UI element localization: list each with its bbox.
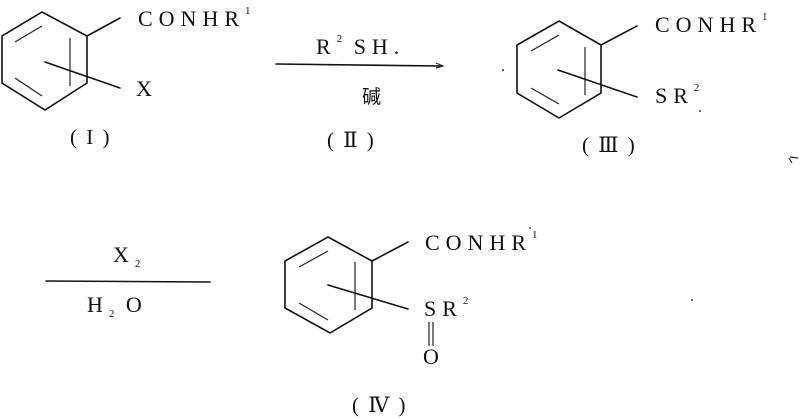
- compound-3-carboxamide-group: CONHR1: [655, 11, 768, 37]
- arrow-1-reagent-base: 碱: [362, 86, 382, 108]
- compound-1-label: ( I ): [70, 125, 112, 149]
- subscript: 2: [134, 258, 141, 270]
- superscript: 1: [245, 5, 251, 17]
- reagent-text: X: [113, 242, 135, 267]
- reagent-2-label: ( Ⅱ ): [327, 128, 376, 152]
- reaction-arrow-2: [45, 280, 211, 283]
- benzene-ring-icon: [284, 236, 409, 334]
- scan-artifact: [788, 156, 799, 164]
- compound-4-carboxamide-group: CONHR1: [425, 229, 538, 255]
- superscript: 2: [462, 295, 469, 307]
- reagent-text: R: [316, 34, 337, 59]
- compound-4-label: ( Ⅳ ): [352, 393, 408, 417]
- compound-1-carboxamide-group: CONHR1: [138, 5, 251, 31]
- arrow-2-reagent-top: X2: [113, 242, 140, 270]
- superscript: 2: [693, 82, 700, 94]
- compound-1-halogen-group: X: [136, 78, 158, 100]
- group-text: CONHR: [425, 230, 533, 255]
- compound-3-thioether-group: SR2: [655, 82, 700, 108]
- group-text: X: [136, 76, 158, 101]
- superscript: 1: [762, 11, 768, 23]
- sulfoxide-double-bond: [428, 322, 434, 346]
- group-text: SR: [655, 83, 694, 108]
- group-text: SR: [424, 296, 463, 321]
- benzene-ring-icon: [516, 20, 638, 119]
- reaction-arrow-1: [275, 62, 445, 69]
- group-text: CONHR: [655, 12, 763, 37]
- superscript: 2: [336, 33, 343, 45]
- compound-3-label: ( Ⅲ ): [582, 133, 637, 157]
- benzene-ring-icon: [1, 11, 121, 111]
- subscript: 2: [108, 308, 115, 320]
- superscript: 1: [532, 229, 538, 241]
- reagent-text: O: [125, 292, 148, 317]
- reagent-text: H: [87, 292, 109, 317]
- group-text: CONHR: [138, 6, 246, 31]
- arrow-1-reagent-top: R2 SH.: [316, 33, 406, 59]
- arrow-2-reagent-bottom: H2 O: [87, 292, 148, 320]
- compound-4-oxide-oxygen: O: [423, 344, 445, 369]
- compound-4-sulfinyl-group: SR2: [424, 295, 469, 321]
- reagent-text: SH.: [353, 34, 406, 59]
